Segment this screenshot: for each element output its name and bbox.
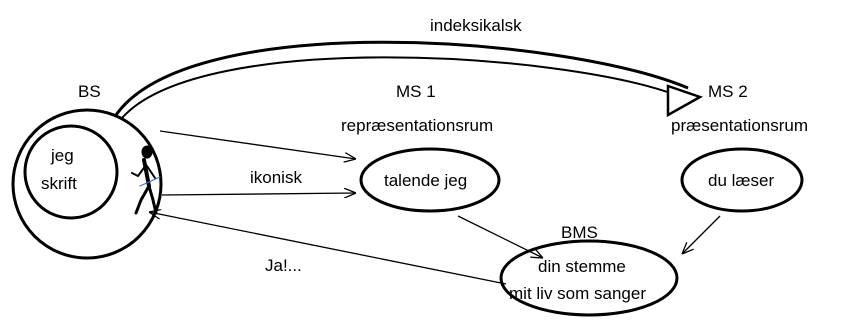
indexical-curved-arrow [114, 40, 704, 119]
label-du-laeser: du læser [708, 171, 774, 190]
arrow-bs-to-ms1-upper [159, 130, 356, 159]
arrow-bms-to-bs [149, 212, 507, 285]
label-inner-jeg: jeg [50, 146, 74, 165]
bs-outer-ellipse [11, 108, 163, 260]
ms2-ellipse [680, 147, 804, 213]
label-bs: BS [78, 82, 101, 101]
arrow-ms2-to-bms [682, 215, 721, 254]
label-din-stemme: din stemme [538, 257, 626, 276]
label-mit-liv: mit liv som sanger [509, 284, 646, 303]
label-bms: BMS [561, 223, 598, 242]
label-ms1: MS 1 [396, 82, 436, 101]
arrow-bs-to-ms1-lower [161, 193, 356, 195]
label-ja: Ja!... [265, 256, 302, 275]
walking-person-icon [131, 145, 161, 215]
label-ms2: MS 2 [708, 82, 748, 101]
arrow-ms1-to-bms [457, 215, 543, 258]
bms-ellipse [499, 239, 679, 317]
label-talende-jeg: talende jeg [384, 171, 467, 190]
ms1-ellipse [359, 147, 501, 213]
label-ikonisk: ikonisk [250, 168, 302, 187]
label-ms1-subtitle: repræsentationsrum [341, 116, 493, 135]
bs-inner-ellipse [23, 124, 119, 220]
label-inner-skrift: skrift [41, 174, 77, 193]
label-ms2-subtitle: præsentationsrum [671, 116, 808, 135]
label-indeksikalsk: indeksikalsk [430, 16, 522, 35]
